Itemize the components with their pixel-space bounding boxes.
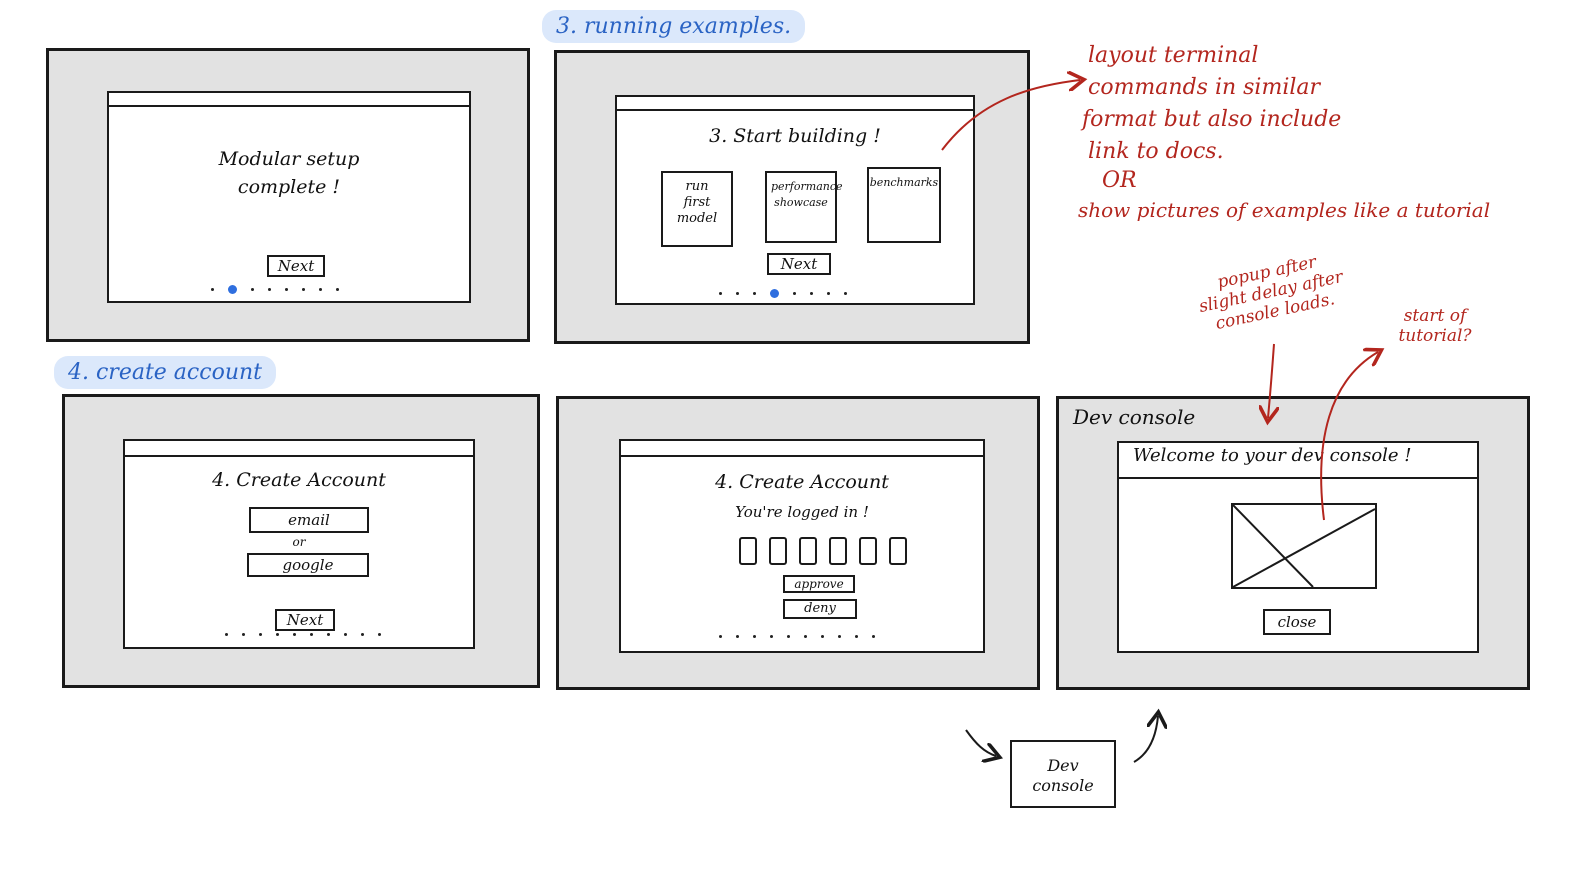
pagination-dot-active xyxy=(228,285,237,294)
welcome-message: Welcome to your dev console ! xyxy=(1133,445,1412,466)
frame-modular-setup: Modular setup complete ! Next xyxy=(46,48,530,342)
pagination-dots xyxy=(719,289,847,298)
frame-create-account-logged-in: 4. Create Account You're logged in ! app… xyxy=(556,396,1040,690)
screen-title: Modular setup complete ! xyxy=(218,148,360,198)
card-benchmarks[interactable]: benchmarks xyxy=(867,167,941,243)
tutorial-note: start of tutorial? xyxy=(1398,306,1472,346)
frame-dev-console: Dev console Welcome to your dev console … xyxy=(1056,396,1530,690)
screen-modular-setup: Modular setup complete ! Next xyxy=(107,91,471,303)
section-label-running-examples: 3. running examples. xyxy=(542,10,806,43)
section-label-create-account: 4. create account xyxy=(54,356,276,389)
screen-title: 3. Start building ! xyxy=(709,125,881,147)
code-slots xyxy=(739,537,907,565)
deny-button[interactable]: deny xyxy=(783,599,857,619)
pagination-dots xyxy=(225,633,381,636)
screen-title: 4. Create Account xyxy=(212,469,386,491)
next-button[interactable]: Next xyxy=(275,609,335,631)
next-button[interactable]: Next xyxy=(267,255,325,277)
code-slot[interactable] xyxy=(739,537,757,565)
code-slot[interactable] xyxy=(889,537,907,565)
screen-create-account-form: 4. Create Account email or google Next xyxy=(123,439,475,649)
pagination-dots xyxy=(211,285,339,294)
image-placeholder xyxy=(1231,503,1377,589)
popup-note: popup after slight delay after console l… xyxy=(1197,252,1345,334)
email-field[interactable]: email xyxy=(249,507,369,533)
or-label: or xyxy=(292,535,306,549)
arrow-from-dev-console-box xyxy=(1133,716,1158,763)
image-placeholder-icon xyxy=(1233,505,1375,587)
card-run-first-model[interactable]: run first model xyxy=(661,171,733,247)
dev-console-header: Dev console xyxy=(1073,405,1196,429)
screen-create-account-logged-in: 4. Create Account You're logged in ! app… xyxy=(619,439,985,653)
arrow-to-dev-console-box xyxy=(965,729,996,756)
frame-create-account-form: 4. Create Account email or google Next xyxy=(62,394,540,688)
screen-title: 4. Create Account xyxy=(715,471,889,493)
code-slot[interactable] xyxy=(769,537,787,565)
google-button[interactable]: google xyxy=(247,553,369,577)
pagination-dot-active xyxy=(770,289,779,298)
frame-start-building: 3. Start building ! run first model perf… xyxy=(554,50,1030,344)
next-button[interactable]: Next xyxy=(767,253,831,275)
code-slot[interactable] xyxy=(799,537,817,565)
close-button[interactable]: close xyxy=(1263,609,1331,635)
dev-console-popup: Welcome to your dev console ! close xyxy=(1117,441,1479,653)
code-slot[interactable] xyxy=(859,537,877,565)
approve-button[interactable]: approve xyxy=(783,575,855,593)
logged-in-message: You're logged in ! xyxy=(735,503,869,521)
dev-console-box: Dev console xyxy=(1010,740,1116,808)
screen-start-building: 3. Start building ! run first model perf… xyxy=(615,95,975,305)
code-slot[interactable] xyxy=(829,537,847,565)
terminal-note: layout terminal commands in similar form… xyxy=(1078,43,1491,222)
pagination-dots xyxy=(719,635,875,638)
card-performance-showcase[interactable]: performance showcase xyxy=(765,171,843,243)
